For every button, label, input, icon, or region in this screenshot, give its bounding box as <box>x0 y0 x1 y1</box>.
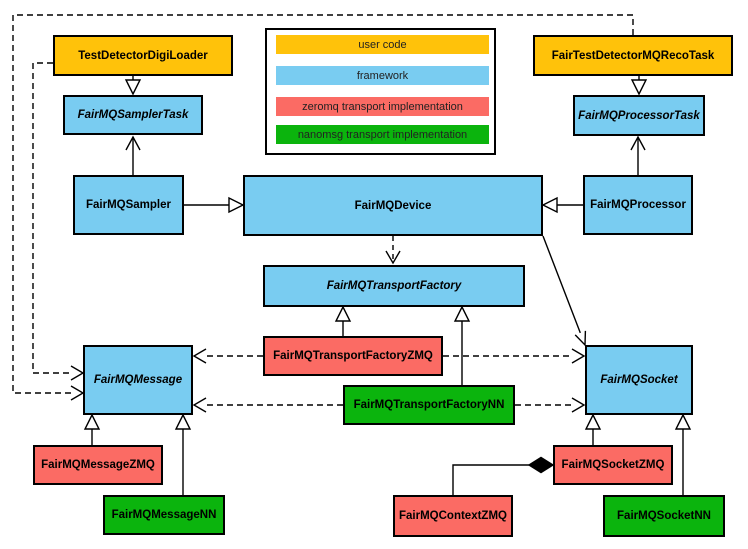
node-fairmqsamplertask: FairMQSamplerTask <box>63 95 203 135</box>
node-fairmqmessagenn: FairMQMessageNN <box>103 495 225 535</box>
edge-socketzmq-socket <box>584 413 602 445</box>
node-fairmqmessagezmq: FairMQMessageZMQ <box>33 445 163 485</box>
legend-label: user code <box>358 38 407 51</box>
node-fairmqtransportfactoryzmq: FairMQTransportFactoryZMQ <box>263 336 443 376</box>
edge-device-factory-dashed <box>385 236 401 265</box>
node-fairmqsocketzmq: FairMQSocketZMQ <box>553 445 673 485</box>
node-testdetectordigiloader: TestDetectorDigiLoader <box>53 35 233 76</box>
edge-factorynn-message-dashed <box>192 397 343 413</box>
node-fairmqdevice: FairMQDevice <box>243 175 543 236</box>
node-fairmqsampler: FairMQSampler <box>73 175 184 235</box>
edge-messagenn-message <box>174 413 192 495</box>
node-fairtestdetectormqrecotask: FairTestDetectorMQRecoTask <box>533 35 733 76</box>
edge-processor-processortask <box>630 135 646 175</box>
edge-factorynn-factory <box>453 305 471 385</box>
legend: user code framework zeromq transport imp… <box>265 28 496 155</box>
edge-factorynn-socket-dashed <box>515 397 586 413</box>
legend-item-framework: framework <box>276 66 489 85</box>
legend-item-nanomsg: nanomsg transport implementation <box>276 125 489 144</box>
node-fairmqmessage: FairMQMessage <box>83 345 193 415</box>
edge-socketnn-socket <box>674 413 692 495</box>
edge-sampler-samplertask <box>125 135 141 175</box>
edge-digiloader-samplertask <box>124 76 142 96</box>
edge-device-socket <box>542 235 587 347</box>
node-fairmqprocessortask: FairMQProcessorTask <box>573 95 705 136</box>
edge-factoryzmq-factory <box>334 305 352 336</box>
edge-contextzmq-socketzmq-composition <box>452 456 555 495</box>
node-fairmqtransportfactory: FairMQTransportFactory <box>263 265 525 307</box>
legend-item-user-code: user code <box>276 35 489 54</box>
edge-recotask-processortask <box>630 76 648 96</box>
edge-factoryzmq-message-dashed <box>192 348 263 364</box>
legend-label: framework <box>356 69 409 82</box>
edge-factoryzmq-socket-dashed <box>443 348 586 364</box>
node-fairmqprocessor: FairMQProcessor <box>583 175 693 235</box>
edge-messagezmq-message <box>83 413 101 445</box>
edge-sampler-device <box>184 196 245 214</box>
node-fairmqsocket: FairMQSocket <box>585 345 693 415</box>
legend-label: zeromq transport implementation <box>302 100 463 113</box>
node-fairmqcontextzmq: FairMQContextZMQ <box>393 495 513 537</box>
node-fairmqtransportfactorynn: FairMQTransportFactoryNN <box>343 385 515 425</box>
legend-item-zeromq: zeromq transport implementation <box>276 97 489 116</box>
legend-label: nanomsg transport implementation <box>297 128 468 141</box>
edge-processor-device <box>541 196 583 214</box>
node-fairmqsocketnn: FairMQSocketNN <box>603 495 725 537</box>
